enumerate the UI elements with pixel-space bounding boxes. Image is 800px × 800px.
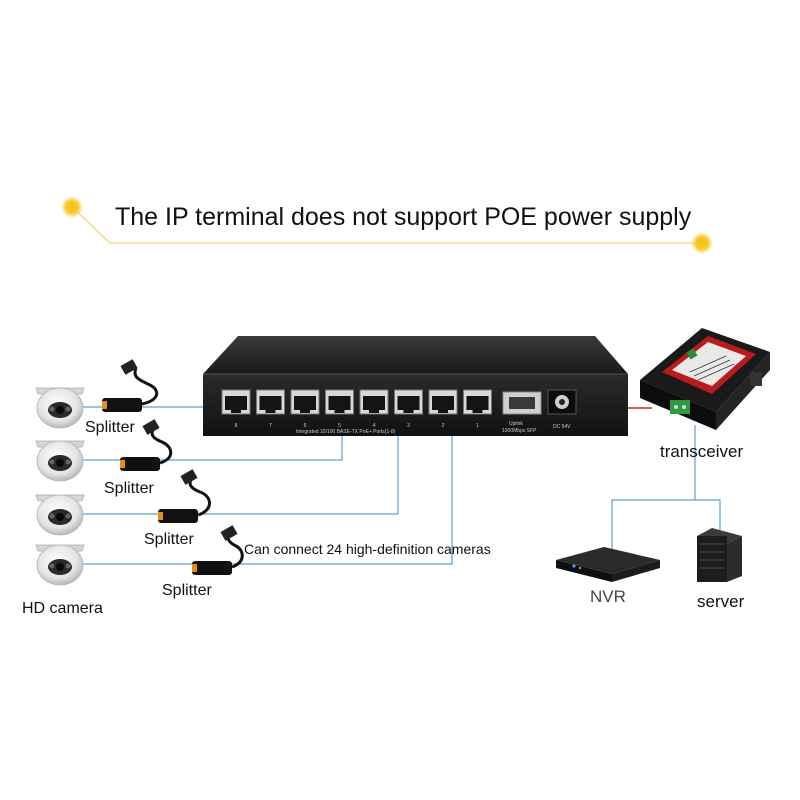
dome-camera-icon bbox=[35, 544, 85, 586]
rj45-socket bbox=[328, 396, 351, 413]
dc-label: DC 54V bbox=[553, 424, 571, 430]
hd-cameras bbox=[35, 387, 85, 586]
poe-switch: 8 7 6 5 4 3 2 1 Integrated 10/100 BASE-TX PoE+ … bbox=[203, 336, 628, 436]
dome-camera-icon bbox=[35, 494, 85, 536]
rj45-socket bbox=[225, 396, 247, 413]
splitter-2 bbox=[120, 419, 173, 471]
rj45-ports bbox=[221, 389, 492, 415]
splitter-label-4: Splitter bbox=[162, 582, 212, 599]
headline-underline bbox=[71, 206, 700, 244]
camera-label: HD camera bbox=[22, 600, 103, 617]
headline-decoration bbox=[61, 196, 713, 254]
terminal-block bbox=[670, 400, 690, 414]
dome-camera-icon bbox=[35, 387, 85, 429]
splitter-1 bbox=[102, 359, 159, 412]
server-label: server bbox=[697, 592, 745, 611]
rj45-socket bbox=[363, 396, 385, 413]
dome-camera-icon bbox=[35, 440, 85, 482]
rj45-socket bbox=[432, 396, 454, 413]
page-title: The IP terminal does not support POE pow… bbox=[115, 203, 692, 231]
rj45-socket bbox=[294, 396, 316, 413]
ports-caption: Integrated 10/100 BASE-TX PoE+ Ports(1-8… bbox=[296, 429, 396, 435]
port-number: 8 bbox=[235, 423, 238, 429]
transceiver-device bbox=[640, 328, 770, 430]
sfp-label: 1000Mbps SFP bbox=[502, 428, 537, 434]
port-number: 6 bbox=[304, 423, 307, 429]
port-number-labels: 8 7 6 5 4 3 2 1 bbox=[235, 423, 480, 429]
port-number: 2 bbox=[442, 423, 445, 429]
capacity-note: Can connect 24 high-definition cameras bbox=[244, 541, 491, 557]
wire-nvr-server bbox=[611, 499, 721, 550]
splitter-label-2: Splitter bbox=[104, 480, 154, 497]
splitter-3 bbox=[158, 469, 211, 523]
rj45-socket bbox=[466, 396, 489, 413]
rj45-socket bbox=[259, 396, 282, 413]
port-number: 4 bbox=[373, 423, 376, 429]
switch-top bbox=[203, 336, 628, 374]
uplink-label: Uplink bbox=[509, 421, 523, 427]
port-number: 7 bbox=[269, 423, 272, 429]
splitter-4 bbox=[192, 525, 244, 575]
splitter-label-1: Splitter bbox=[85, 419, 135, 436]
server-device bbox=[697, 528, 742, 582]
port-number: 1 bbox=[476, 423, 479, 429]
nvr-device bbox=[556, 547, 660, 582]
rj45-socket bbox=[397, 396, 420, 413]
splitter-label-3: Splitter bbox=[144, 531, 194, 548]
nvr-label: NVR bbox=[590, 587, 626, 606]
port-number: 3 bbox=[407, 423, 410, 429]
splitters bbox=[102, 359, 244, 575]
transceiver-label: transceiver bbox=[660, 442, 744, 461]
port-number: 5 bbox=[338, 423, 341, 429]
